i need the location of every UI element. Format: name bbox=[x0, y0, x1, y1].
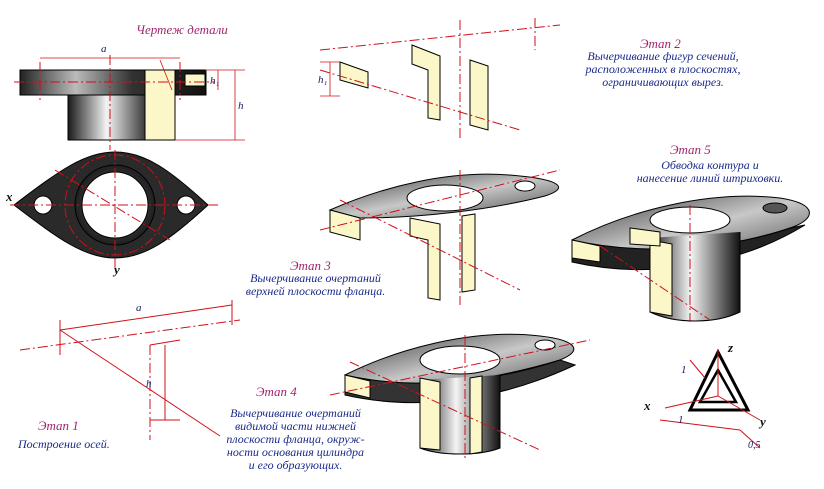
stage2-desc: Вычерчивание фигур сечений, расположенны… bbox=[563, 50, 763, 89]
dim-h-top: h bbox=[238, 100, 244, 112]
dim-a-top: a bbox=[101, 43, 107, 55]
stage4-desc-line: и его образующих. bbox=[248, 458, 343, 472]
stage3-desc: Вычерчивание очертаний верхней плоскости… bbox=[228, 272, 403, 298]
axis-y-plan: y bbox=[114, 262, 120, 277]
stage4-flange bbox=[329, 333, 591, 460]
stage3-desc-line: Вычерчивание очертаний bbox=[250, 271, 381, 285]
stage2-desc-line: ограничивающих вырез. bbox=[602, 75, 724, 89]
stage2-desc-line: Вычерчивание фигур сечений, bbox=[587, 49, 739, 63]
stage1-desc: Построение осей. bbox=[18, 437, 110, 451]
stage1-title: Этап 1 bbox=[38, 418, 79, 433]
axis-z-iso: z bbox=[728, 340, 734, 355]
dim-one-slanted: 1 bbox=[681, 364, 687, 376]
stage4-title: Этап 4 bbox=[256, 384, 297, 399]
stage5-desc-line: Обводка контура и bbox=[661, 158, 759, 172]
stage4-desc-line: ности основания цилиндра bbox=[226, 445, 365, 459]
stage3-flange bbox=[319, 169, 561, 305]
stage2-desc-line: расположенных в плоскостях, bbox=[585, 62, 741, 76]
stage3-desc-line: верхней плоскости фланца. bbox=[245, 284, 386, 298]
stage4-desc-line: плоскости фланца, окруж- bbox=[226, 432, 365, 446]
stage4-desc: Вычерчивание очертаний видимой части ниж… bbox=[208, 407, 383, 472]
stage2-title: Этап 2 bbox=[640, 36, 681, 51]
stage1-axes bbox=[19, 300, 241, 440]
dim-half: 0,5 bbox=[748, 440, 761, 451]
dim-h-stage1: h bbox=[146, 378, 152, 390]
dim-h1-stage2: h₁ bbox=[318, 74, 328, 86]
axis-x-plan: x bbox=[6, 189, 13, 204]
drawing-title: Чертеж детали bbox=[136, 22, 228, 37]
front-view bbox=[14, 55, 245, 150]
dim-h1-top: h₁ bbox=[210, 75, 220, 87]
dim-one-horizontal: 1 bbox=[678, 414, 684, 426]
axis-y-iso: y bbox=[760, 414, 766, 429]
stage3-title: Этап 3 bbox=[290, 258, 331, 273]
iso-axes-diagram bbox=[659, 348, 761, 449]
stage4-desc-line: видимой части нижней bbox=[234, 419, 357, 433]
stage5-title: Этап 5 bbox=[670, 142, 711, 157]
stage5-part bbox=[571, 195, 810, 322]
stage5-desc-line: нанесение линий штриховки. bbox=[636, 171, 784, 185]
plan-view bbox=[10, 150, 220, 268]
stage4-desc-line: Вычерчивание очертаний bbox=[230, 406, 361, 420]
stage5-desc: Обводка контура и нанесение линий штрихо… bbox=[620, 159, 800, 185]
dim-a-stage1: a bbox=[136, 302, 142, 314]
stage2-sections bbox=[319, 18, 561, 140]
axis-x-iso: x bbox=[644, 398, 651, 413]
